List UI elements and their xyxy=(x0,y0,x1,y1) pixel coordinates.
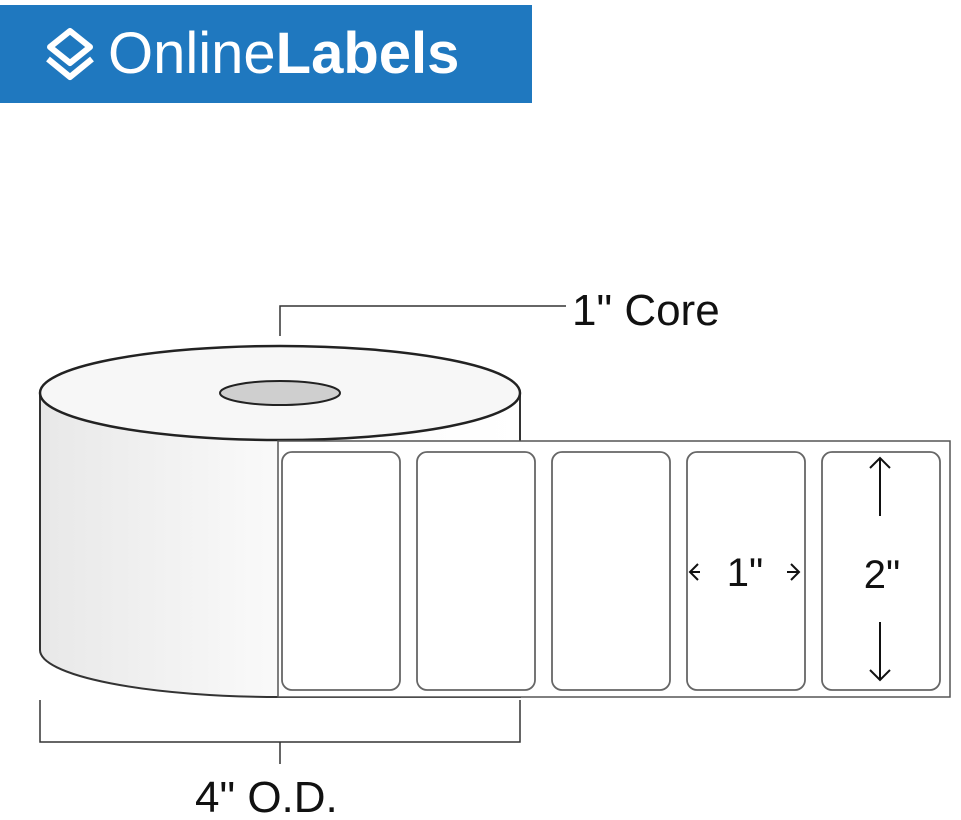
label-5 xyxy=(821,451,941,691)
brand-logo-banner: OnlineLabels xyxy=(0,5,532,103)
layered-diamond-logo-icon xyxy=(46,28,94,80)
roll-core xyxy=(219,380,341,406)
label-4 xyxy=(686,451,806,691)
label-height-value: 2" xyxy=(864,553,900,597)
label-width-value: 1" xyxy=(727,551,763,595)
label-3 xyxy=(551,451,671,691)
label-2 xyxy=(416,451,536,691)
label-1 xyxy=(281,451,401,691)
height-arrows-icon xyxy=(869,456,891,682)
brand-name-bold: Labels xyxy=(275,21,460,86)
brand-name: OnlineLabels xyxy=(108,19,459,89)
width-arrows-icon xyxy=(688,563,801,581)
core-callout-line xyxy=(279,305,566,336)
outer-diameter-bracket xyxy=(39,700,521,764)
brand-name-light: Online xyxy=(108,21,276,86)
outer-diameter-label: 4" O.D. xyxy=(195,773,338,820)
core-label: 1" Core xyxy=(572,286,720,335)
